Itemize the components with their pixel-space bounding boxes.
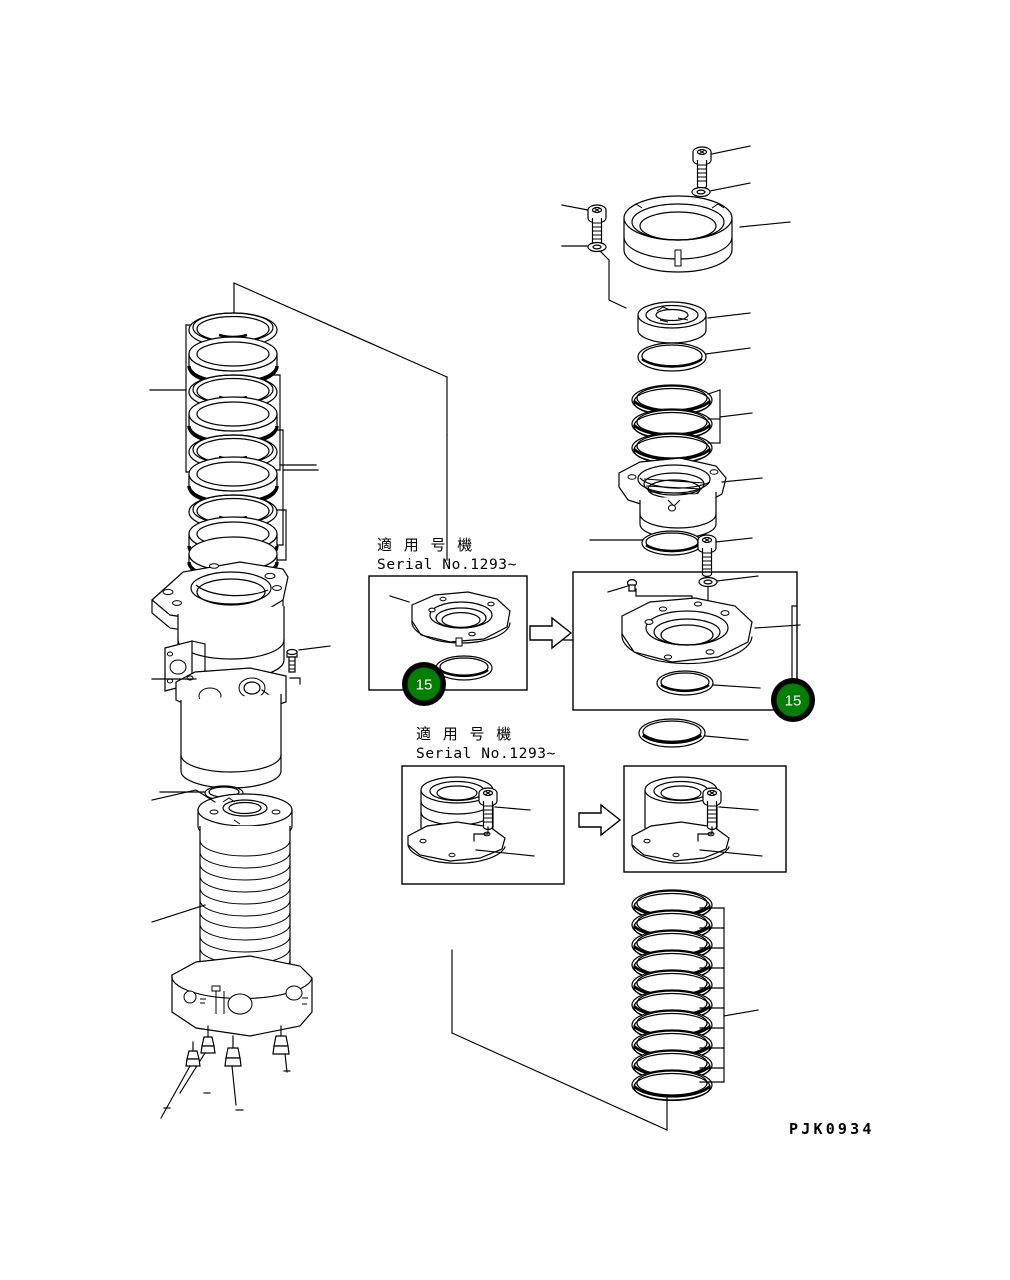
callout-lower-arrow: [578, 803, 622, 837]
callout-upper-arrow: [529, 616, 573, 650]
right-large-o-ring: [638, 718, 749, 748]
source-upper-box: [555, 571, 801, 711]
badge-left-label: 15: [416, 677, 433, 694]
callout-upper-serial: Serial No.1293~: [377, 557, 517, 573]
callout-lower: 適 用 号 機 Serial No.1293~: [401, 725, 565, 885]
left-rotor-shaft-assembly: [151, 785, 313, 1119]
right-seal-ring-group: [589, 342, 763, 578]
source-lower-box: [623, 765, 787, 873]
callout-upper-title-jp: 適 用 号 機: [377, 536, 476, 554]
callout-lower-serial: Serial No.1293~: [416, 746, 556, 762]
callout-lower-title-jp: 適 用 号 機: [416, 725, 515, 743]
badge-left[interactable]: 15: [402, 662, 446, 706]
right-seal-ring-stack: [451, 888, 759, 1131]
badge-right[interactable]: 15: [771, 678, 815, 722]
left-swivel-body-flange: [151, 561, 331, 789]
drawing-code: PJK0934: [789, 1120, 875, 1138]
callout-upper: 適 用 号 機 Serial No.1293~: [368, 536, 528, 691]
badge-right-label: 15: [785, 693, 802, 710]
right-top-cover-cap: [561, 145, 791, 344]
